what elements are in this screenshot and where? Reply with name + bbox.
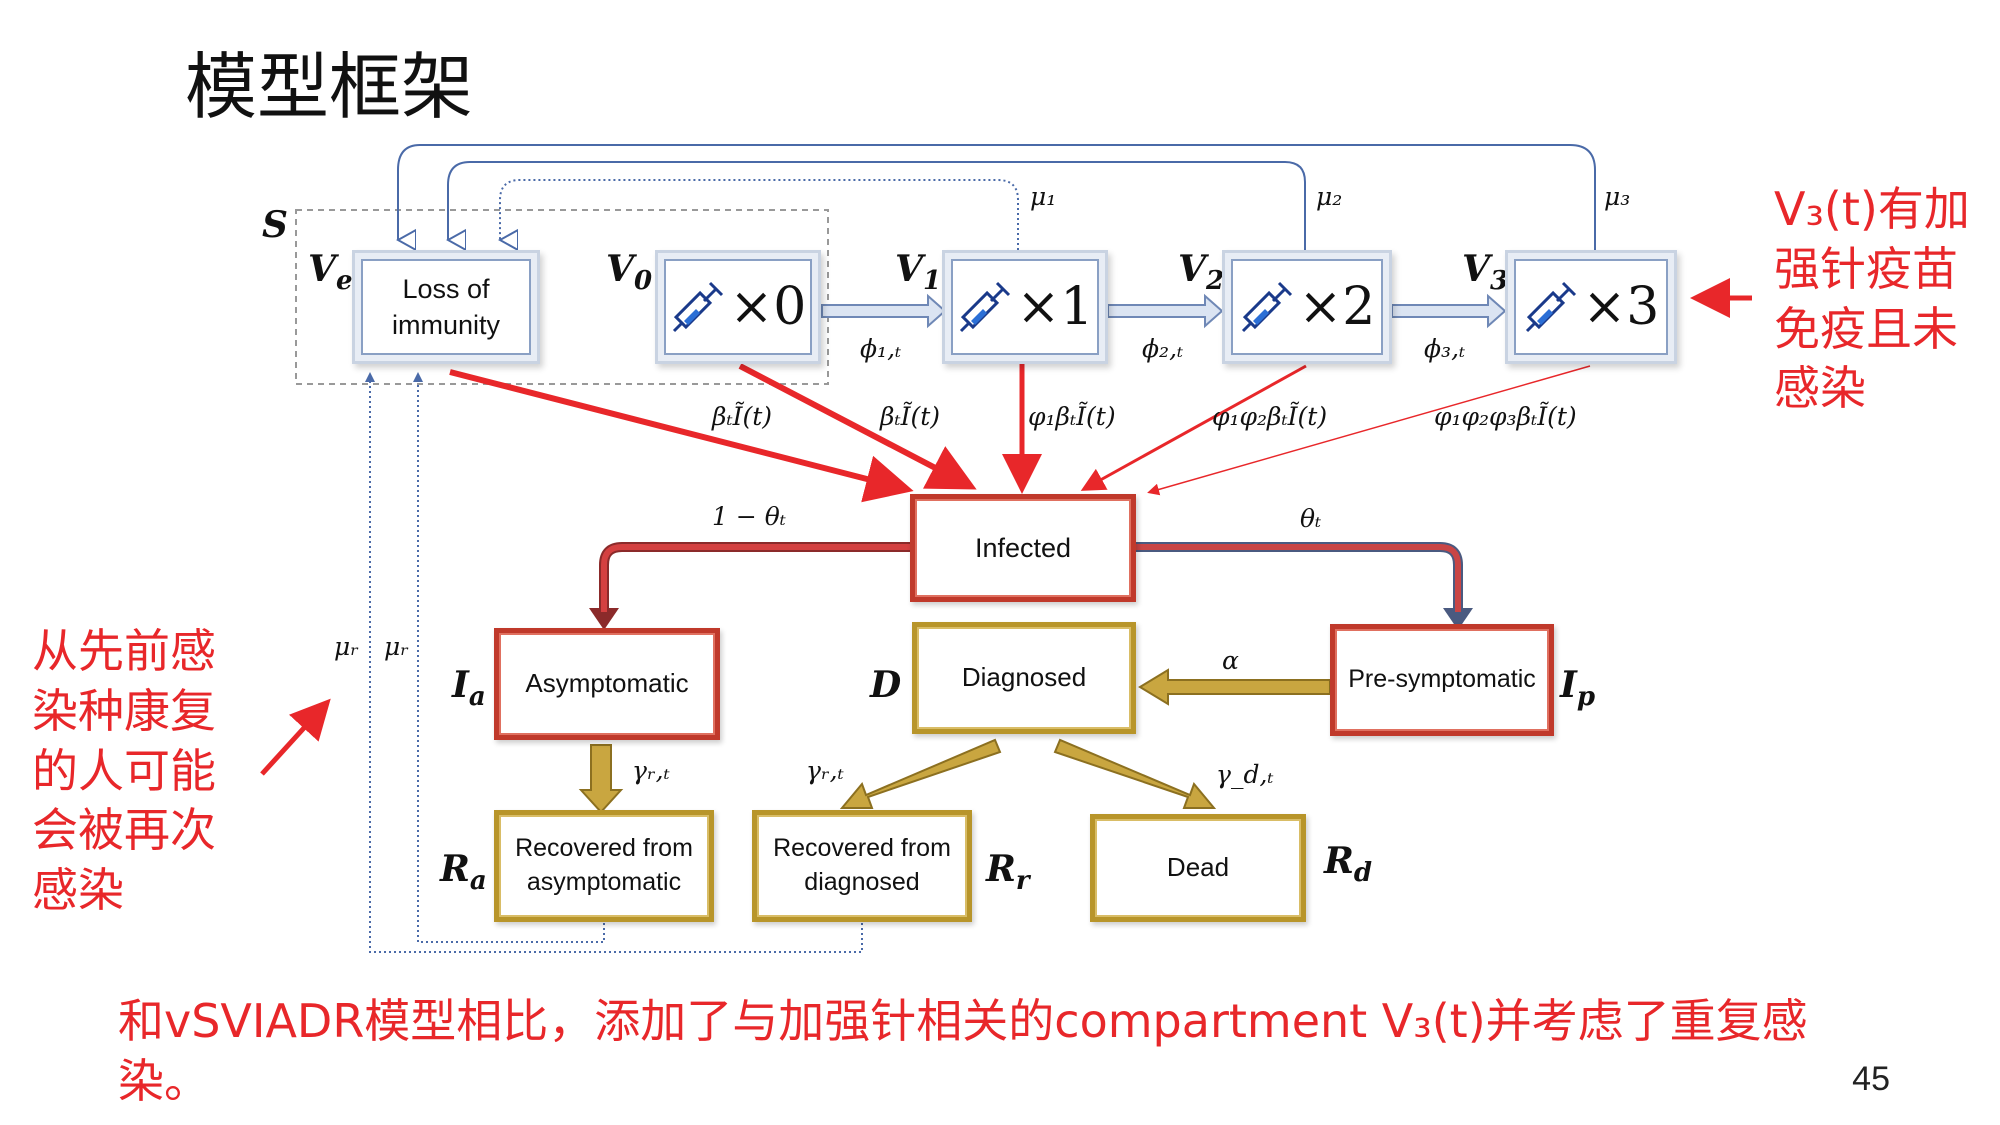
rate-mu2: μ₂ (1316, 182, 1343, 211)
compartment-v3: ×3 (1505, 250, 1677, 364)
label-ia: Ia (452, 664, 486, 713)
rate-infection-ve: βₜĨ(t) (712, 402, 773, 431)
label-v1: V1 (895, 248, 942, 297)
label-v0: V0 (606, 248, 653, 297)
compartment-v1: ×1 (942, 250, 1108, 364)
rate-gamma-d: γ_d,ₜ (1216, 760, 1274, 789)
infection-arrow-v2 (1080, 364, 1307, 491)
page-number: 45 (1852, 1060, 1890, 1098)
infection-arrow-v3 (1147, 365, 1591, 496)
compartment-diagnosed: Diagnosed (912, 622, 1136, 734)
label-rr: Rr (986, 848, 1030, 897)
syringe-icon (959, 281, 1010, 333)
rate-infection-v2: φ₁φ₂βₜĨ(t) (1212, 402, 1328, 431)
rate-gamma-ra: γᵣ,ₜ (632, 756, 670, 785)
compartment-v0: ×0 (655, 250, 821, 364)
vaccination-arrows (821, 293, 1507, 329)
note-v3-boosted: V₃(t)有加强针疫苗免疫且未感染 (1774, 182, 1970, 416)
compartment-infected: Infected (910, 494, 1136, 602)
compartment-asymptomatic: Asymptomatic (494, 628, 720, 740)
flow-diagnosed-to-recovered (839, 738, 1002, 809)
rate-phi1: ϕ₁,ₜ (860, 334, 902, 363)
compartment-presymptomatic: Pre-symptomatic (1330, 624, 1554, 736)
label-rd: Rd (1324, 840, 1373, 889)
infection-arrow-ve (449, 369, 914, 503)
rate-one-minus-theta: 1 − θₜ (712, 502, 786, 531)
susceptible-group-box (295, 209, 829, 385)
group-label-s: S (262, 204, 288, 246)
flow-diagnosed-to-dead (1053, 738, 1217, 809)
compartment-dead: Dead (1090, 814, 1306, 922)
flow-presymptomatic-to-diagnosed (1138, 668, 1331, 706)
note-reinfection: 从先前感染种康复的人可能会被再次感染 (32, 624, 216, 918)
label-ra: Ra (440, 848, 487, 897)
label-ve: Ve (308, 248, 353, 297)
left-note-arrow (260, 698, 331, 776)
syringe-icon (1525, 281, 1576, 333)
compartment-recovered-asymptomatic: Recovered from asymptomatic (494, 810, 714, 922)
label-ip: Ip (1560, 664, 1596, 713)
bottom-summary: 和vSVIADR模型相比，添加了与加强针相关的compartment V₃(t)… (118, 994, 1808, 1108)
rate-mu1: μ₁ (1030, 182, 1057, 211)
rate-infection-v1: φ₁βₜĨ(t) (1028, 402, 1116, 431)
flow-to-asymptomatic (599, 542, 910, 612)
rate-phi3: ϕ₃,ₜ (1424, 334, 1466, 363)
reinfection-line-ra (413, 372, 605, 943)
waning-mu3-loop (398, 144, 1596, 250)
compartment-recovered-diagnosed: Recovered from diagnosed (752, 810, 972, 922)
page-title: 模型框架 (185, 45, 474, 129)
reinfection-line-rr (365, 372, 863, 953)
flow-asymptomatic-to-recovered (578, 744, 624, 814)
waning-mu2-loop (448, 161, 1306, 250)
compartment-loss-of-immunity: Loss of immunity (352, 250, 540, 364)
rate-gamma-rr: γᵣ,ₜ (806, 756, 844, 785)
waning-mu1-loop (500, 179, 1019, 250)
syringe-icon (1241, 281, 1292, 333)
rate-mu-r-2: μᵣ (384, 632, 409, 661)
label-v2: V2 (1178, 248, 1225, 297)
compartment-v2: ×2 (1222, 250, 1392, 364)
rate-phi2: ϕ₂,ₜ (1142, 334, 1184, 363)
rate-theta: θₜ (1300, 504, 1322, 533)
infection-arrow-v0 (738, 363, 977, 490)
label-d: D (870, 664, 902, 706)
syringe-icon (672, 281, 723, 333)
rate-infection-v0: βₜĨ(t) (880, 402, 941, 431)
rate-mu3: μ₃ (1604, 182, 1631, 211)
rate-mu-r-1: μᵣ (334, 632, 359, 661)
rate-infection-v3: φ₁φ₂φ₃βₜĨ(t) (1434, 402, 1577, 431)
rate-alpha: α (1222, 646, 1239, 675)
label-v3: V3 (1462, 248, 1509, 297)
flow-to-presymptomatic (1136, 542, 1463, 612)
